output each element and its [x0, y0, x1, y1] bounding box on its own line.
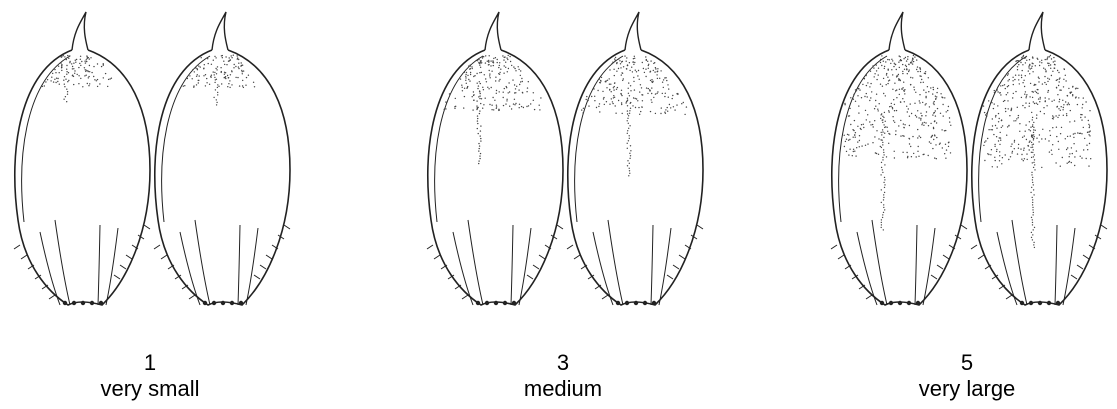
grain-pair-5 — [817, 0, 1117, 340]
grain-2 — [971, 12, 1107, 305]
panel-1: 1 very small — [0, 0, 300, 409]
score-number-3: 3 — [413, 350, 713, 376]
grain-1 — [831, 12, 967, 305]
grain-2 — [567, 12, 703, 305]
grain-pair-3 — [413, 0, 713, 340]
grain-pair-1 — [0, 0, 300, 340]
panel-3: 3 medium — [413, 0, 713, 409]
score-label-3: medium — [413, 376, 713, 402]
grain-2 — [154, 12, 290, 305]
panel-5: 5 very large — [817, 0, 1117, 409]
grain-1 — [14, 12, 150, 305]
grain-1 — [427, 12, 563, 305]
score-number-1: 1 — [0, 350, 300, 376]
score-label-1: very small — [0, 376, 300, 402]
score-label-5: very large — [817, 376, 1117, 402]
score-number-5: 5 — [817, 350, 1117, 376]
